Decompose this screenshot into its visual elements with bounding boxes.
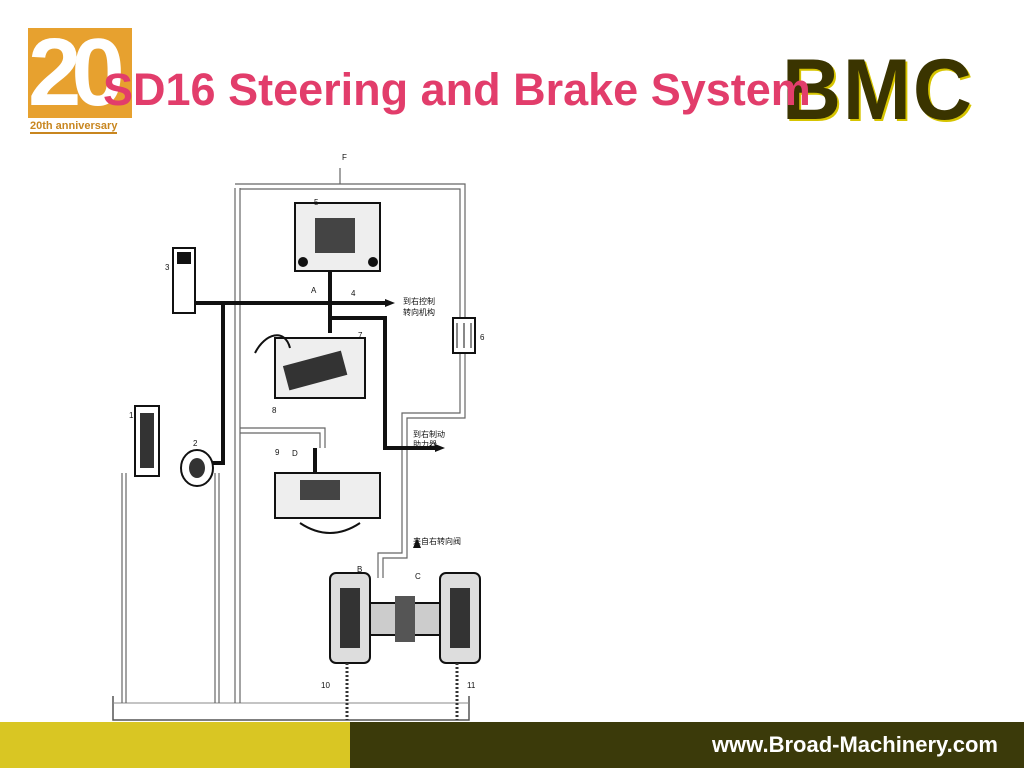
annotation-from-right-steering-valve: 来自右转向阀 — [413, 536, 461, 546]
component-number-1: 1 — [129, 411, 134, 420]
component-number-2: 2 — [193, 439, 198, 448]
component-7-8-valve — [254, 334, 366, 399]
anniversary-logo-badge — [28, 28, 132, 118]
annotation-to-right-steering-1: 到右控制 — [403, 296, 435, 306]
annotation-to-right-brake-1: 到右制动 — [413, 429, 445, 439]
component-9-brake-valve — [274, 472, 381, 534]
component-10-left-brake — [329, 572, 371, 664]
component-number-6: 6 — [480, 333, 485, 342]
anniversary-logo: 20 20th anniversary — [28, 19, 134, 134]
component-11-right-brake — [439, 572, 481, 664]
component-number-3: 3 — [165, 263, 170, 272]
port-label-b: B — [357, 565, 362, 574]
port-label-c: C — [415, 572, 421, 581]
port-label-a: A — [311, 286, 317, 295]
final-drive — [369, 596, 441, 642]
footer-bar — [350, 722, 1024, 768]
component-number-11: 11 — [467, 681, 476, 690]
annotation-to-right-steering-2: 转向机构 — [403, 307, 435, 317]
component-number-4: 4 — [351, 289, 356, 298]
port-label-d: D — [292, 449, 298, 458]
component-3-reservoir — [172, 247, 196, 314]
anniversary-logo-text: 20th anniversary — [30, 120, 118, 134]
hydraulic-diagram-svg: F A D B C 1 2 3 4 5 6 7 8 9 10 11 12 到右控… — [112, 153, 485, 730]
tank-12 — [112, 696, 470, 721]
component-number-5: 5 — [314, 198, 319, 207]
component-number-10: 10 — [321, 681, 330, 690]
return-lines — [121, 168, 466, 703]
component-number-9: 9 — [275, 448, 280, 457]
flow-arrows — [385, 299, 445, 548]
component-number-8: 8 — [272, 406, 277, 415]
component-number-7: 7 — [358, 331, 363, 340]
drain-chains — [345, 663, 459, 720]
footer-url: www.Broad-Machinery.com — [711, 732, 998, 757]
brand-logo: BMC — [782, 42, 974, 138]
anniversary-logo-digits: 20 — [28, 19, 125, 126]
slide-title: SD16 Steering and Brake System — [103, 64, 811, 115]
footer-accent-bar — [0, 722, 350, 768]
annotation-to-right-brake-2: 助力器 — [413, 439, 437, 449]
hydraulic-diagram: F A D B C 1 2 3 4 5 6 7 8 9 10 11 12 到右控… — [85, 148, 515, 733]
component-5-control-valve — [294, 202, 381, 272]
port-label-f: F — [342, 153, 347, 162]
